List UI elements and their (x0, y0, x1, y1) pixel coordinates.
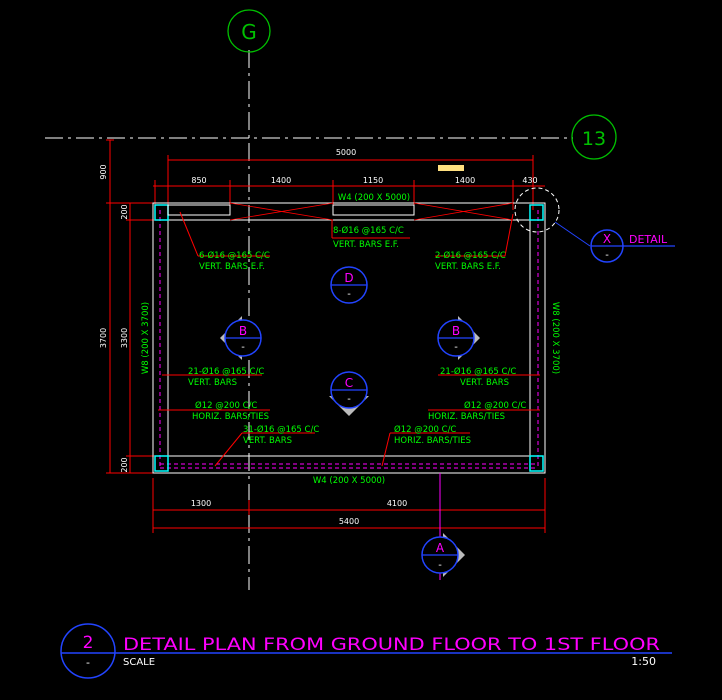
note-low-left-2: VERT. BARS (243, 436, 292, 446)
note-top-left-1: 6-Ø16 @165 C/C (199, 250, 270, 261)
note-low-mid-1: Ø12 @200 C/C (394, 424, 456, 435)
wall-hatch (159, 210, 539, 469)
section-letter-a: A (436, 541, 445, 555)
svg-text:-: - (241, 342, 245, 353)
title-number: 2 (83, 633, 94, 653)
dim-left-200a: 200 (120, 204, 129, 219)
section-letter-b-left: B (239, 324, 247, 338)
svg-text:-: - (438, 560, 442, 571)
note-mid-right-1: 21-Ø16 @165 C/C (440, 366, 516, 377)
note-top-right-1: 2-Ø16 @165 C/C (435, 250, 506, 261)
wall-label-w8-right: W8 (200 X 3700) (550, 302, 560, 374)
note-horiz-left-1: Ø12 @200 C/C (195, 400, 257, 411)
dim-top-430: 430 (522, 176, 537, 185)
scale-value: 1:50 (631, 655, 656, 668)
dimensions-left (106, 139, 160, 474)
detail-callout: X - DETAIL (514, 187, 675, 263)
note-top-right-2: VERT. BARS E.F. (435, 262, 501, 272)
note-low-left-1: 31-Ø16 @165 C/C (243, 424, 319, 435)
grid-label-13: 13 (582, 128, 606, 150)
svg-text:-: - (86, 656, 90, 669)
note-mid-left-2: VERT. BARS (188, 378, 237, 388)
wall-outline (152, 202, 546, 474)
section-letter-b-right: B (452, 324, 460, 338)
note-horiz-right-2: HORIZ. BARS/TIES (428, 412, 505, 422)
detail-label: DETAIL (629, 233, 668, 246)
title-text: DETAIL PLAN FROM GROUND FLOOR TO 1ST FLO… (123, 635, 660, 655)
section-marker-c: C - (329, 371, 369, 416)
note-horiz-left-2: HORIZ. BARS/TIES (192, 412, 269, 422)
note-top-mid-1: 8-Ø16 @165 C/C (333, 225, 404, 236)
svg-text:-: - (347, 289, 351, 300)
section-marker-d: D - (330, 266, 368, 304)
dimensions-top (153, 155, 545, 210)
dimension-text-left: 900 200 3700 3300 200 (99, 164, 129, 472)
wall-label-w4-top: W4 (200 X 5000) (338, 193, 410, 203)
note-top-mid-2: VERT. BARS E.F. (333, 240, 399, 250)
note-horiz-right-1: Ø12 @200 C/C (464, 400, 526, 411)
note-mid-left-1: 21-Ø16 @165 C/C (188, 366, 264, 377)
dim-top-1400b: 1400 (455, 176, 475, 185)
leader-lines (158, 211, 540, 467)
grid-label-g: G (241, 20, 257, 44)
grid-bubble-13: 13 (571, 114, 617, 160)
section-marker-b-left: B - (220, 316, 262, 360)
svg-text:-: - (605, 250, 609, 261)
note-low-mid-2: HORIZ. BARS/TIES (394, 436, 471, 446)
section-letter-c: C (345, 376, 353, 390)
section-marker-a: A - (421, 473, 465, 580)
dimension-text-bottom: 1300 4100 5400 (191, 499, 407, 526)
svg-text:-: - (454, 342, 458, 353)
scale-label: SCALE (123, 657, 155, 668)
dim-bot-5400: 5400 (339, 517, 359, 526)
dim-left-3700: 3700 (99, 328, 108, 348)
annotations: 8-Ø16 @165 C/C VERT. BARS E.F. 6-Ø16 @16… (188, 225, 526, 446)
dim-top-1150: 1150 (363, 176, 383, 185)
dim-left-200b: 200 (120, 457, 129, 472)
dim-left-900: 900 (99, 164, 108, 179)
dim-top-total: 5000 (336, 148, 356, 157)
wall-label-w8-left: W8 (200 X 3700) (141, 302, 151, 374)
dim-bot-4100: 4100 (387, 499, 407, 508)
section-letter-d: D (344, 271, 353, 285)
note-top-left-2: VERT. BARS E.F. (199, 262, 265, 272)
detail-letter: X (603, 232, 611, 246)
dim-top-850: 850 (191, 176, 206, 185)
svg-text:-: - (347, 394, 351, 405)
top-wall-openings (229, 202, 514, 221)
grid-lines (45, 50, 573, 590)
wall-label-w4-bottom: W4 (200 X 5000) (313, 476, 385, 486)
dim-bot-1300: 1300 (191, 499, 211, 508)
dim-top-1400a: 1400 (271, 176, 291, 185)
dim-left-3300: 3300 (120, 328, 129, 348)
grid-bubble-g: G (227, 9, 271, 53)
section-marker-b-right: B - (437, 316, 480, 360)
top-wall-segments (167, 204, 415, 216)
dimension-text-top: 5000 850 1400 1150 1400 430 (191, 148, 537, 185)
title-block: 2 - DETAIL PLAN FROM GROUND FLOOR TO 1ST… (60, 623, 672, 679)
dimensions-bottom (152, 478, 546, 533)
note-mid-right-2: VERT. BARS (460, 378, 509, 388)
highlight-marker (438, 165, 464, 171)
